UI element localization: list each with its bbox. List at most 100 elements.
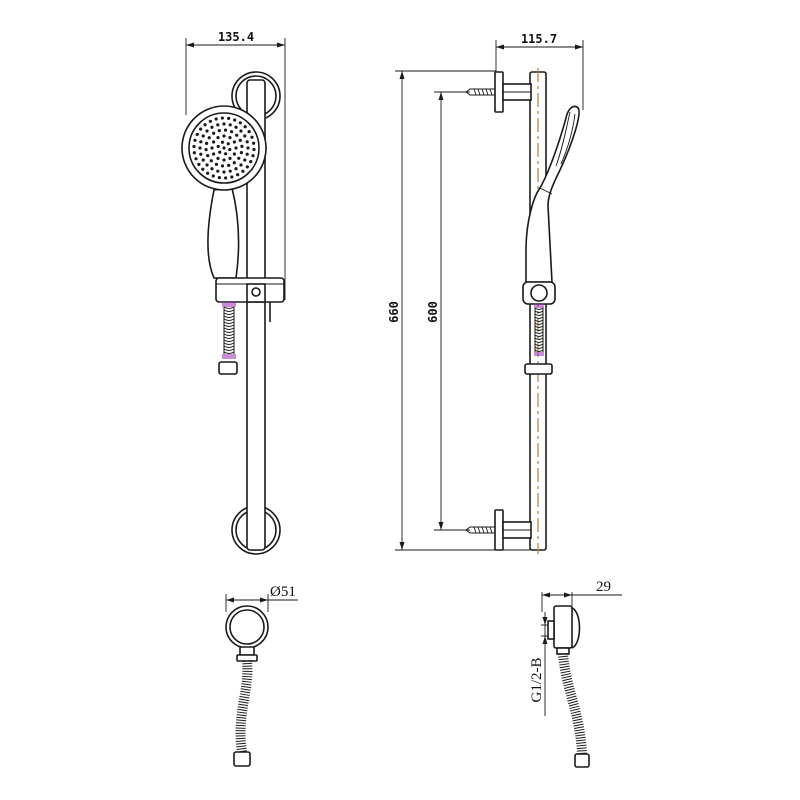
nozzle-dot [222, 134, 226, 138]
nozzle-dot [238, 138, 242, 142]
hose-coil [240, 690, 251, 694]
hose-coil [534, 349, 544, 352]
nozzle-dot [208, 119, 212, 123]
hose-coil [223, 351, 235, 354]
hose-coil [558, 658, 569, 661]
hose-coil [574, 731, 585, 734]
nozzle-dot [195, 132, 199, 137]
hose-coil [223, 330, 235, 333]
nozzle-dot [205, 141, 209, 145]
nozzle-dot [201, 167, 205, 171]
nozzle-dot [227, 163, 231, 167]
nozzle-dot [203, 123, 207, 127]
nozzle-dot [210, 167, 214, 171]
hose-coil [567, 697, 578, 702]
nozzle-dot [192, 151, 196, 155]
nozzle-dot [211, 174, 215, 178]
hose-coil [238, 698, 250, 702]
nozzle-dot [214, 117, 218, 121]
nozzle-dot [212, 140, 216, 144]
bottom-bracket-side [465, 509, 532, 551]
hose-coil [534, 322, 544, 325]
hose-coil [534, 316, 544, 319]
holder-depth-label: 29 [596, 579, 611, 595]
hose-coil [566, 695, 577, 700]
hose-coil [236, 745, 247, 748]
hose-coil [576, 742, 587, 745]
nozzle-dot [197, 162, 201, 166]
nozzle-dot [234, 125, 238, 129]
wall-holder-side: 29 G1/2-B [529, 579, 622, 768]
nozzle-dot [199, 127, 203, 131]
hose-coil [562, 678, 573, 682]
hose-coil [223, 321, 235, 324]
nozzle-dot [218, 150, 222, 154]
nozzle-dot [234, 146, 238, 150]
nozzle-dot [228, 123, 232, 127]
hose-coil [572, 720, 583, 724]
nozzle-dot [216, 144, 220, 149]
nozzle-dot [205, 163, 209, 167]
nozzle-dot [223, 128, 228, 132]
hose-coil [223, 339, 235, 342]
mount-spacing-label: 600 [426, 301, 440, 323]
nozzle-dot [237, 156, 241, 160]
hose-coil [241, 685, 252, 689]
side-view: 115.7 660 600 [387, 32, 584, 554]
nozzle-dot [222, 170, 226, 174]
nozzle-dot [230, 175, 234, 179]
hose-coil [534, 334, 544, 337]
hose-coil [562, 680, 573, 684]
nozzle-dot [214, 162, 219, 166]
nozzle-dot [201, 134, 205, 138]
hose-coil [574, 728, 585, 732]
hose-coil [573, 726, 584, 729]
nozzle-dot [251, 154, 255, 158]
nozzle-dot [193, 138, 197, 142]
nozzle-dot [229, 130, 234, 134]
hose-coil [534, 343, 544, 346]
nozzle-dot [240, 144, 244, 148]
hose-coil [559, 663, 570, 666]
hose-coil [534, 328, 544, 331]
nozzle-dot [207, 136, 211, 140]
hose-coil [223, 327, 235, 330]
hose-coil [576, 747, 587, 750]
hose-coil [239, 695, 250, 699]
hose-coil [568, 700, 578, 705]
hose-coil [223, 324, 235, 327]
hose-coil [235, 740, 246, 742]
slider-holder-front [215, 277, 285, 322]
nozzle-dot [199, 152, 203, 156]
hose-coil [559, 665, 570, 669]
hose-coil [572, 718, 583, 722]
nozzle-dot [217, 176, 221, 180]
front-view: 135.4 [181, 30, 286, 555]
hose-coil [242, 675, 253, 678]
hose-front [218, 302, 238, 375]
hose-coil [576, 744, 587, 747]
holder-diameter-dimension: Ø51 [225, 584, 298, 612]
hose-coil [565, 690, 576, 695]
nozzle-dot [238, 121, 242, 125]
nozzle-dot [210, 146, 214, 150]
hose-coil [240, 688, 251, 691]
hose-coil [534, 331, 544, 334]
hose-coil [235, 722, 246, 724]
slider-holder-side [522, 281, 556, 375]
hose-coil [534, 346, 544, 349]
hose-coil [570, 708, 580, 712]
nozzle-dot [252, 147, 256, 152]
nozzle-dot [239, 163, 243, 167]
hose-coil [561, 673, 572, 677]
nozzle-dot [245, 165, 249, 169]
hose-coil [223, 342, 235, 345]
nozzle-dot [206, 154, 210, 158]
nozzle-dot [235, 133, 239, 137]
hose-coil [571, 715, 582, 720]
nozzle-dot [249, 159, 253, 164]
nozzle-dot [222, 158, 226, 162]
nozzle-dot [212, 152, 216, 156]
nozzle-dot [245, 152, 249, 156]
